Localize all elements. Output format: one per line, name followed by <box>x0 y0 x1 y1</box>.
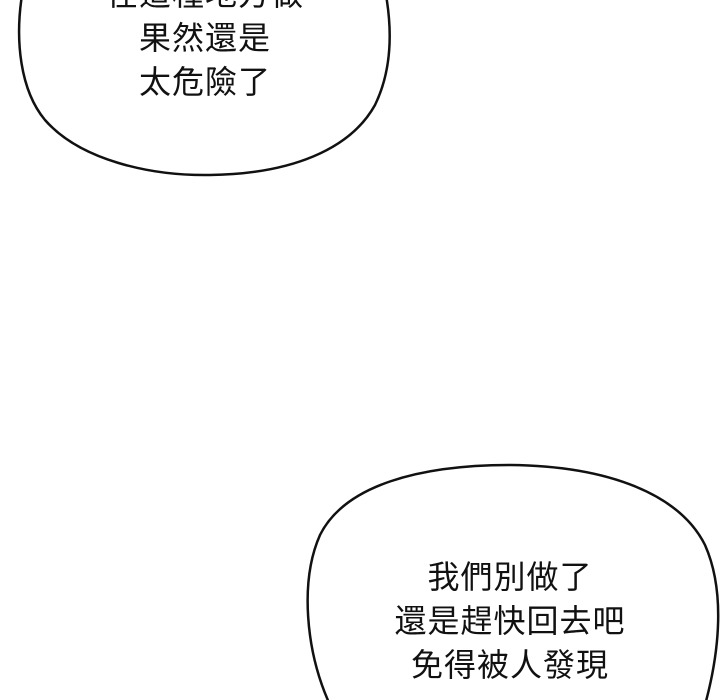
speech-bubble-top <box>17 0 391 177</box>
speech-text-top: 在這種地方做 果然還是 太危險了 <box>80 0 330 104</box>
speech-line: 在這種地方做 <box>80 0 330 16</box>
speech-line: 免得被人發現 <box>410 646 609 684</box>
speech-bubble-bottom <box>306 463 720 700</box>
speech-line: 還是趕快回去吧 <box>394 602 626 640</box>
speech-text-bottom: 我們別做了 還是趕快回去吧 免得被人發現 <box>360 555 660 687</box>
speech-line: 我們別做了 <box>427 558 593 596</box>
speech-line: 果然還是 <box>138 19 271 57</box>
speech-line: 太危險了 <box>138 63 271 101</box>
